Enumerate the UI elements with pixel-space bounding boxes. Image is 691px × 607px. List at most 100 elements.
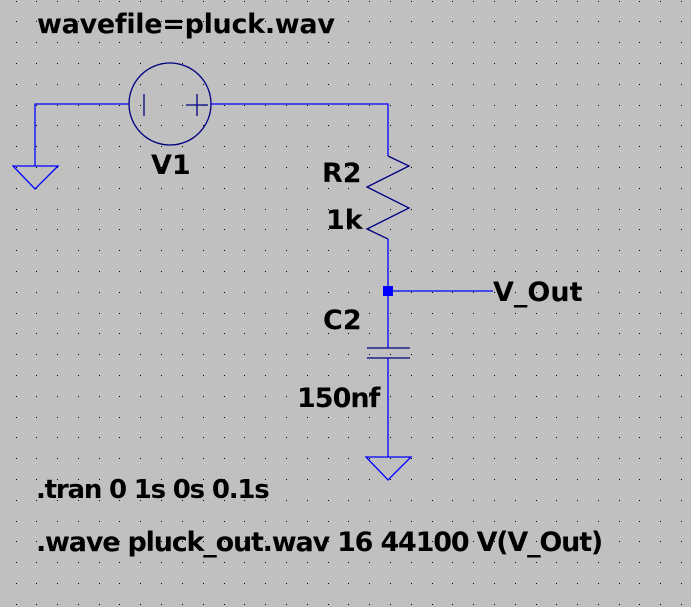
grid-dot (16, 21, 17, 22)
grid-dot (161, 167, 162, 168)
grid-dot (99, 105, 100, 106)
grid-dot (244, 541, 245, 542)
grid-dot (224, 562, 225, 563)
grid-dot (473, 541, 474, 542)
grid-dot (432, 417, 433, 418)
grid-dot (16, 417, 17, 418)
grid-dot (286, 375, 287, 376)
ground-symbol-right[interactable] (364, 456, 413, 481)
grid-dot (119, 479, 120, 480)
grid-dot (598, 292, 599, 293)
grid-dot (432, 84, 433, 85)
grid-dot (494, 354, 495, 355)
grid-dot (660, 604, 661, 605)
grid-dot (411, 146, 412, 147)
grid-dot (681, 229, 682, 230)
grid-dot (348, 125, 349, 126)
grid-dot (16, 63, 17, 64)
grid-dot (140, 500, 141, 501)
grid-dot (473, 63, 474, 64)
grid-dot (577, 417, 578, 418)
grid-dot (99, 84, 100, 85)
grid-dot (140, 125, 141, 126)
grid-dot (681, 209, 682, 210)
grid-dot (286, 354, 287, 355)
grid-dot (598, 333, 599, 334)
grid-dot (473, 188, 474, 189)
grid-dot (140, 229, 141, 230)
grid-dot (515, 333, 516, 334)
component-name-c2[interactable]: C2 (323, 305, 362, 336)
grid-dot (515, 167, 516, 168)
grid-dot (639, 541, 640, 542)
grid-dots (16, 1, 682, 605)
grid-dot (57, 437, 58, 438)
wavefile-directive[interactable]: wavefile=pluck.wav (37, 9, 335, 40)
grid-dot (515, 396, 516, 397)
grid-dot (432, 458, 433, 459)
grid-dot (244, 521, 245, 522)
grid-dot (390, 42, 391, 43)
wave-directive[interactable]: .wave pluck_out.wav 16 44100 V(V_Out) (36, 527, 603, 558)
grid-dot (119, 396, 120, 397)
component-name-v1[interactable]: V1 (151, 150, 191, 181)
grid-dot (244, 417, 245, 418)
grid-dot (452, 333, 453, 334)
grid-dot (660, 354, 661, 355)
grid-dot (348, 333, 349, 334)
grid-dot (99, 271, 100, 272)
grid-dot (119, 250, 120, 251)
net-label-v-out[interactable]: V_Out (493, 277, 583, 308)
ground-symbol-left[interactable] (11, 165, 60, 190)
grid-dot (16, 84, 17, 85)
grid-dot (140, 84, 141, 85)
grid-dot (203, 1, 204, 2)
grid-dot (286, 84, 287, 85)
grid-dot (369, 396, 370, 397)
grid-dot (119, 21, 120, 22)
grid-dot (411, 271, 412, 272)
grid-dot (577, 562, 578, 563)
resistor-r2[interactable] (365, 155, 411, 240)
wire-v1-to-ground[interactable] (34, 103, 129, 166)
grid-dot (265, 479, 266, 480)
component-name-r2[interactable]: R2 (322, 158, 362, 189)
tran-directive[interactable]: .tran 0 1s 0s 0.1s (36, 475, 270, 505)
component-value-r2[interactable]: 1k (326, 205, 363, 236)
grid-dot (265, 84, 266, 85)
voltage-source-v1[interactable] (128, 62, 212, 146)
wire-v1-to-r2[interactable] (211, 103, 389, 156)
grid-dot (411, 354, 412, 355)
capacitor-c2[interactable] (367, 347, 410, 359)
grid-dot (348, 583, 349, 584)
grid-dot (182, 1, 183, 2)
grid-dot (286, 500, 287, 501)
grid-dot (57, 84, 58, 85)
grid-dot (660, 500, 661, 501)
grid-dot (265, 42, 266, 43)
grid-dot (494, 437, 495, 438)
grid-dot (307, 458, 308, 459)
grid-dot (203, 521, 204, 522)
grid-dot (598, 229, 599, 230)
grid-dot (432, 125, 433, 126)
grid-dot (473, 292, 474, 293)
grid-dot (369, 521, 370, 522)
component-value-c2[interactable]: 150nf (297, 383, 380, 414)
grid-dot (57, 167, 58, 168)
grid-dot (265, 562, 266, 563)
grid-dot (348, 63, 349, 64)
grid-dot (78, 333, 79, 334)
grid-dot (78, 125, 79, 126)
grid-dot (577, 333, 578, 334)
grid-dot (536, 396, 537, 397)
grid-dot (224, 354, 225, 355)
grid-dot (681, 396, 682, 397)
grid-dot (639, 271, 640, 272)
grid-dot (182, 167, 183, 168)
grid-dot (577, 188, 578, 189)
grid-dot (619, 63, 620, 64)
grid-dot (244, 146, 245, 147)
grid-dot (307, 604, 308, 605)
